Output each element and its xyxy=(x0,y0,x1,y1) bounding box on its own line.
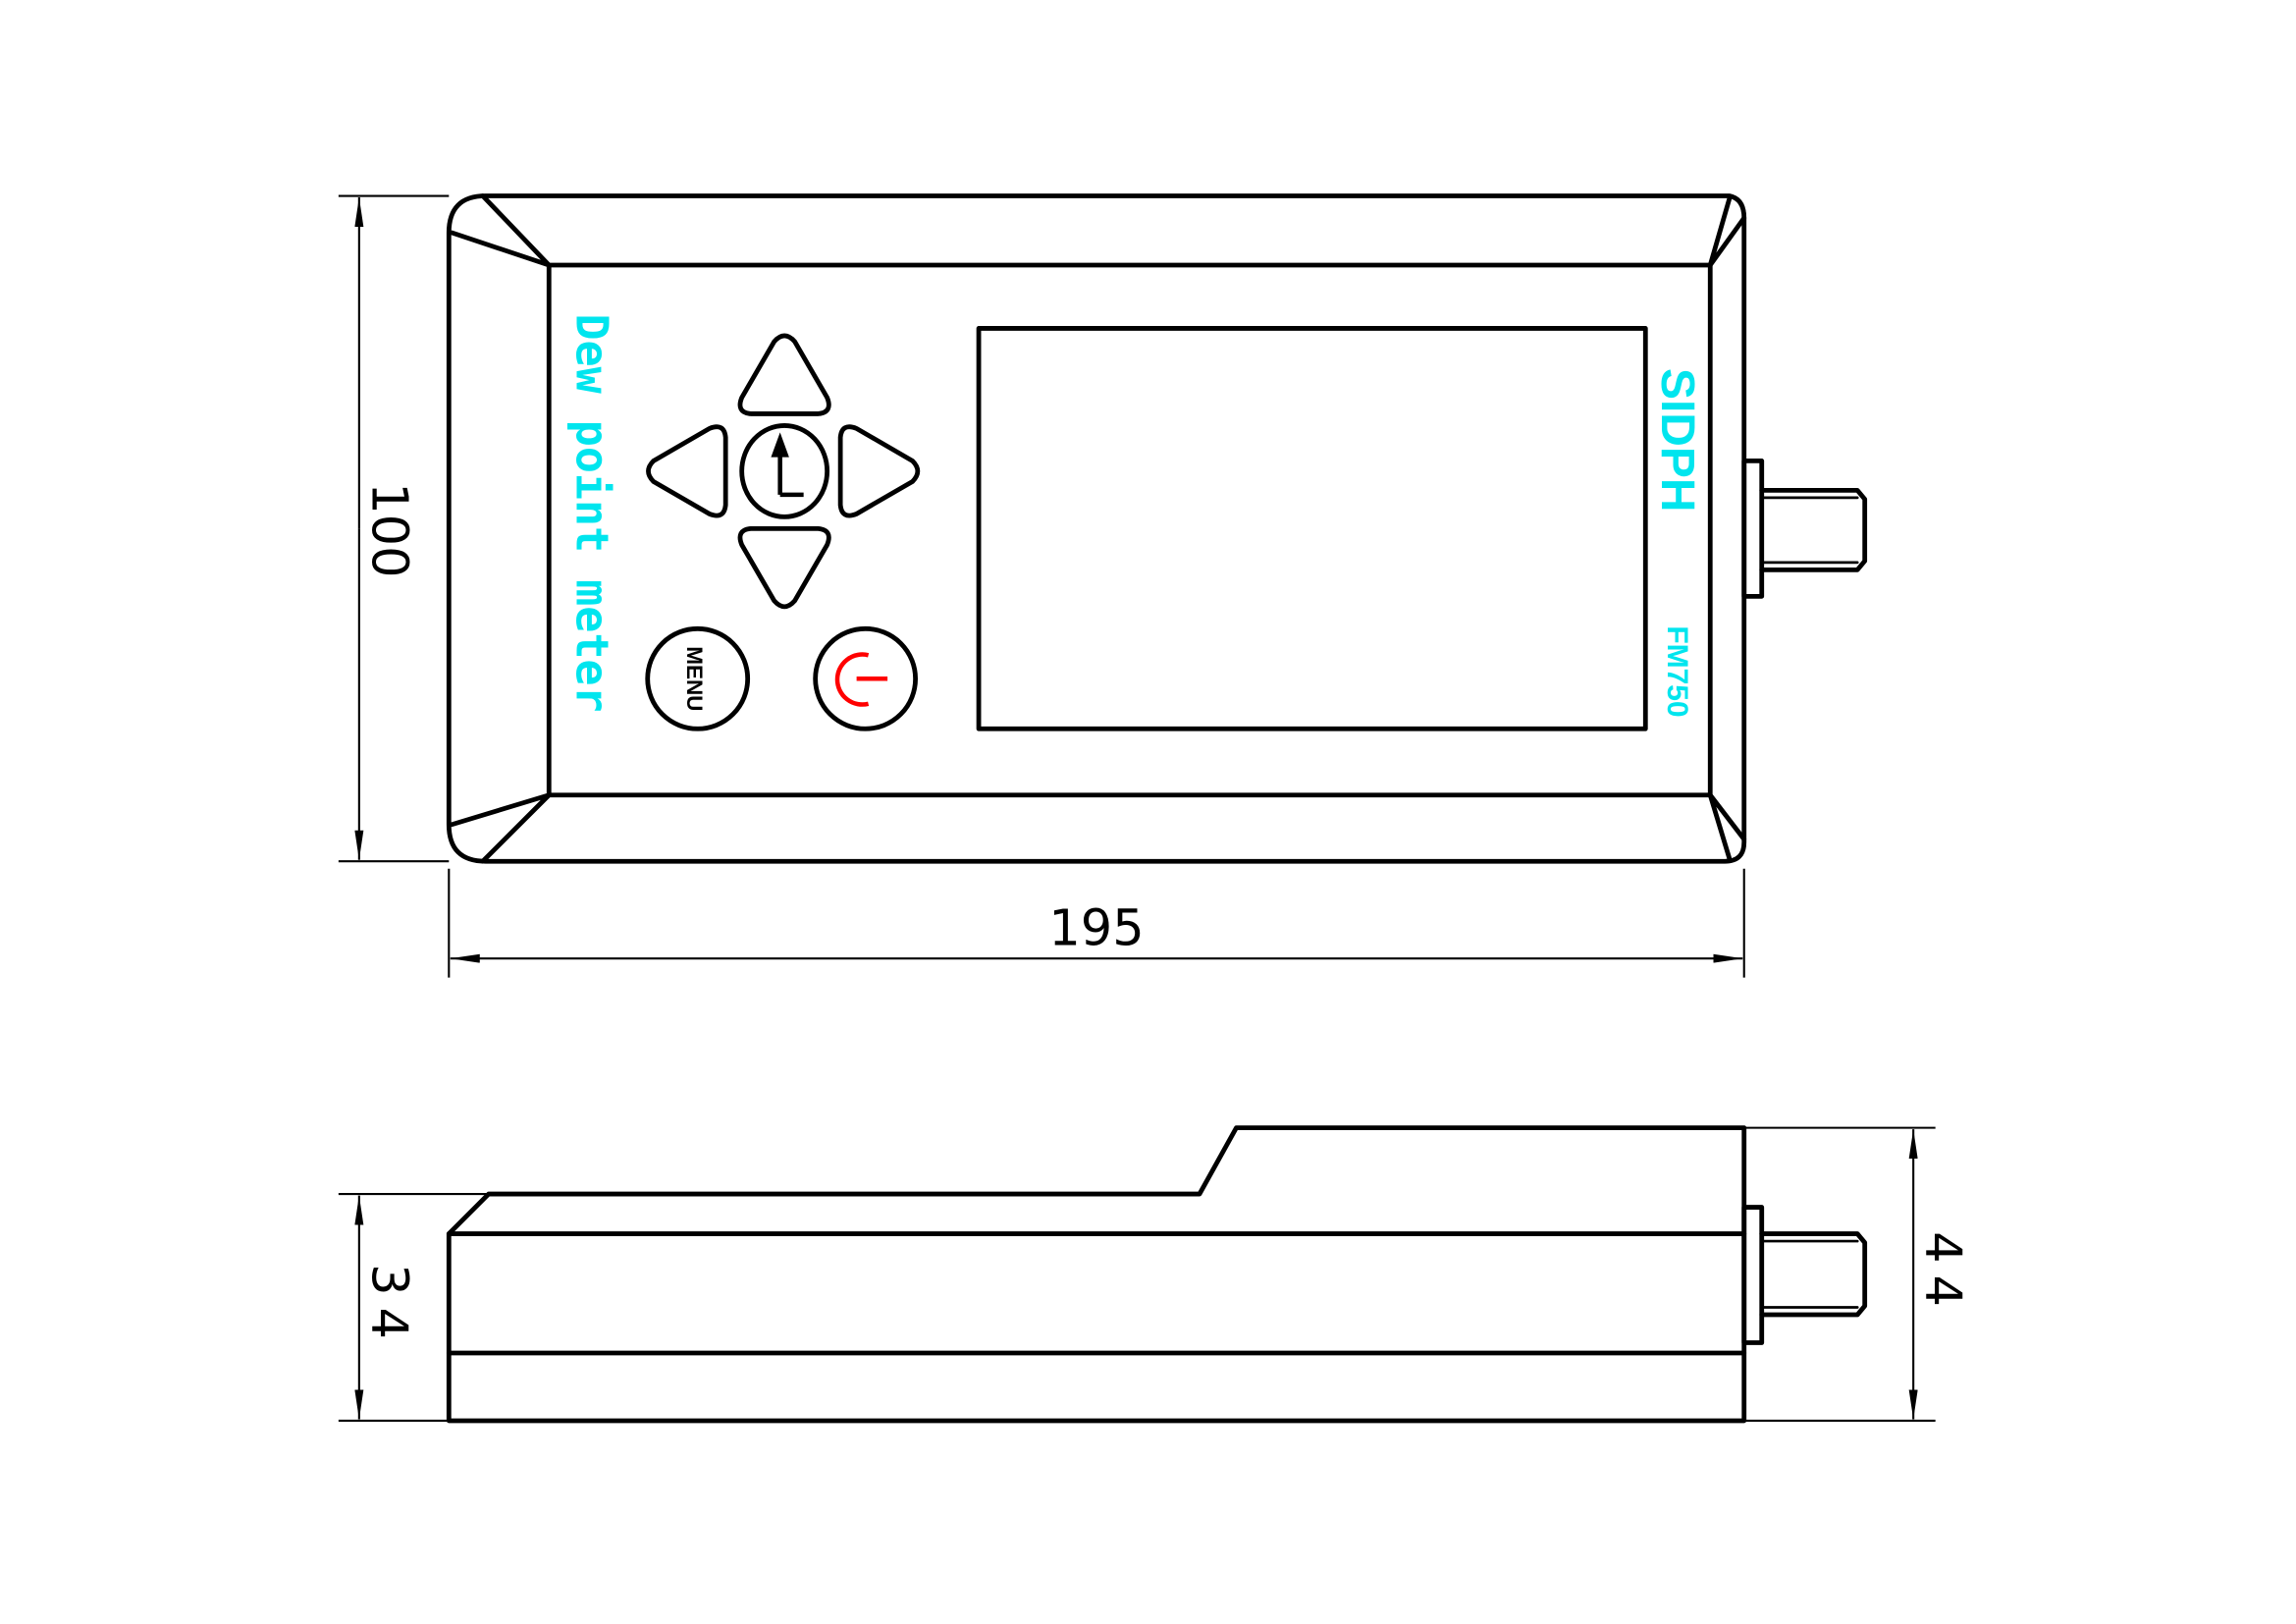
brand-label: SIDPH xyxy=(1651,368,1703,513)
power-icon xyxy=(834,652,888,707)
up-arrow-button[interactable] xyxy=(737,333,831,416)
connector-side xyxy=(1741,1205,1868,1345)
menu-button[interactable]: MENU xyxy=(645,625,751,731)
dimension-label: 195 xyxy=(1048,900,1144,958)
dimension-label: 44 xyxy=(1914,1231,1972,1319)
device-outline xyxy=(446,193,1747,864)
dimension-label: 100 xyxy=(359,482,417,577)
connector-top xyxy=(1741,459,1868,599)
dimension-height-34: 34 xyxy=(338,1193,489,1423)
power-button[interactable] xyxy=(813,625,919,731)
dimension-label: 34 xyxy=(359,1264,417,1351)
left-arrow-button[interactable] xyxy=(646,424,728,518)
front-panel xyxy=(546,262,1713,798)
side-outline xyxy=(446,1125,1747,1424)
top-view: MENU Dew point meter SIDPH FM750 100 195 xyxy=(338,193,1868,978)
model-label: FM750 xyxy=(1661,625,1693,717)
right-arrow-button[interactable] xyxy=(837,424,921,518)
menu-button-label: MENU xyxy=(682,646,707,711)
product-label: Dew point meter xyxy=(566,313,618,712)
enter-button[interactable] xyxy=(739,423,830,519)
side-view: 34 44 xyxy=(338,1125,1972,1424)
dimension-height-100: 100 xyxy=(338,194,450,863)
display-screen xyxy=(976,326,1648,731)
corner-bevels xyxy=(449,193,1747,864)
dimension-width-195: 195 xyxy=(448,868,1745,978)
enter-icon xyxy=(771,432,804,498)
dimension-height-44: 44 xyxy=(1743,1126,1972,1423)
down-arrow-button[interactable] xyxy=(737,525,831,610)
